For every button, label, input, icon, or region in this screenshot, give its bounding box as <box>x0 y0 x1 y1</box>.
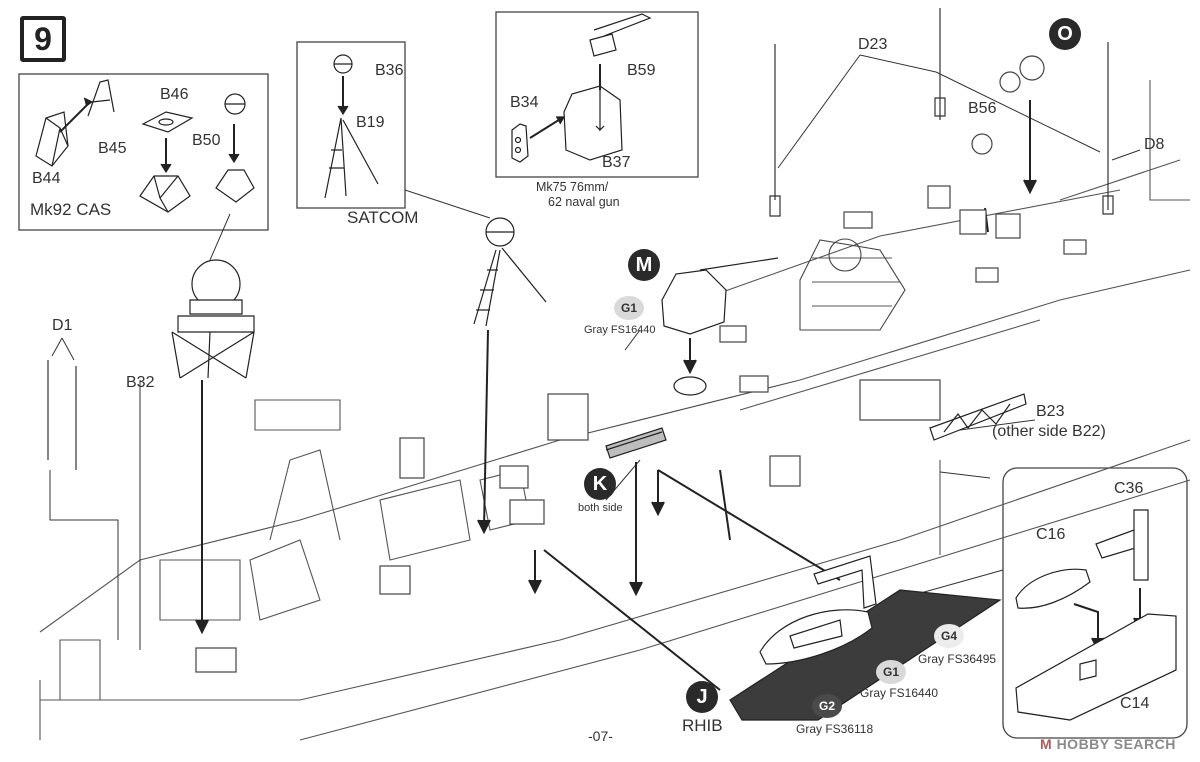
cas-inset-frame <box>18 73 269 231</box>
step-number: 9 <box>20 16 66 62</box>
part-label-b32: B32 <box>126 374 155 391</box>
watermark: M HOBBY SEARCH <box>1040 736 1176 752</box>
satcom-title: SATCOM <box>347 208 419 227</box>
gun-inset-frame <box>495 11 699 178</box>
gun-caption-line2: 62 naval gun <box>548 195 620 209</box>
part-label-b56: B56 <box>968 100 997 117</box>
marker-k: K <box>584 468 616 500</box>
paint-name-g2: Gray FS36118 <box>796 722 874 736</box>
satcom-inset-frame <box>296 41 406 209</box>
rhib-deck <box>729 589 1002 721</box>
satcom-main <box>473 217 547 327</box>
part-label-b59: B59 <box>627 62 656 79</box>
cas-main <box>171 259 255 379</box>
part-label-d8: D8 <box>1144 136 1165 153</box>
part-label-b23: B23 <box>1036 403 1065 420</box>
page-number: -07- <box>588 728 613 744</box>
antennas <box>47 8 1114 470</box>
gun-main <box>661 257 779 396</box>
part-label-b45: B45 <box>98 140 127 157</box>
paint-chip-g1-rhib: G1 <box>876 660 906 684</box>
leader-lines <box>49 54 1141 650</box>
paint-name-g1-gun: Gray FS16440 <box>584 324 656 336</box>
rhib-label: RHIB <box>682 716 723 735</box>
paint-chip-g4: G4 <box>934 624 964 648</box>
part-label-b36: B36 <box>375 62 404 79</box>
marker-j: J <box>686 681 718 713</box>
part-label-b50: B50 <box>192 132 221 149</box>
part-label-c36: C36 <box>1114 480 1144 497</box>
part-label-c14: C14 <box>1120 695 1150 712</box>
rhib-inset-parts <box>1015 509 1177 721</box>
part-label-b37: B37 <box>602 154 631 171</box>
k-launcher <box>605 427 667 459</box>
gun-caption-line1: Mk75 76mm/ <box>536 180 609 194</box>
paint-name-g1-rhib: Gray FS16440 <box>860 686 939 700</box>
paint-chip-g2: G2 <box>812 694 842 718</box>
part-label-b23-note: (other side B22) <box>992 423 1106 440</box>
part-label-b19: B19 <box>356 114 385 131</box>
paint-name-g4: Gray FS36495 <box>918 652 997 666</box>
part-label-d23: D23 <box>858 36 888 53</box>
marker-m: M <box>628 249 660 281</box>
rhib-boat <box>759 555 877 665</box>
part-label-b34: B34 <box>510 94 539 111</box>
gun-inset-parts <box>511 13 652 163</box>
marker-k-note: both side <box>578 502 623 514</box>
hull-outline <box>39 80 1191 741</box>
part-label-b44: B44 <box>32 170 61 187</box>
b23-part <box>929 393 1027 441</box>
part-label-d1: D1 <box>52 317 73 334</box>
watermark-text: HOBBY SEARCH <box>1056 736 1176 752</box>
part-label-b46: B46 <box>160 86 189 103</box>
deck-details <box>195 55 1087 673</box>
marker-o: O <box>1049 18 1081 50</box>
watermark-logo: M <box>1040 736 1053 752</box>
rhib-inset-frame <box>1002 467 1188 739</box>
assembly-arrows <box>195 100 1147 691</box>
paint-chip-g1-gun: G1 <box>614 296 644 320</box>
satcom-inset-parts <box>324 54 379 199</box>
cas-inset-title: Mk92 CAS <box>30 200 112 219</box>
part-label-c16: C16 <box>1036 526 1066 543</box>
cas-inset-parts <box>35 79 255 213</box>
